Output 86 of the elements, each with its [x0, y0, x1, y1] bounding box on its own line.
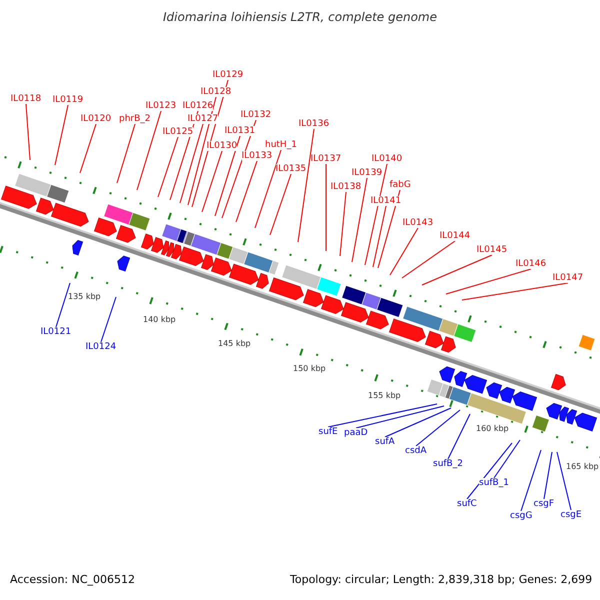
leader-line: [54, 104, 68, 166]
scale-label: 150 kbp: [293, 364, 326, 374]
scale-label: 145 kbp: [218, 339, 251, 349]
gene-label: csdA: [405, 446, 427, 456]
leader-line: [402, 240, 456, 278]
leader-line: [202, 150, 222, 212]
gene-label: IL0119: [52, 95, 84, 105]
scale-label: 155 kbp: [368, 391, 401, 401]
gene-label: paaD: [344, 428, 368, 438]
accession-label: Accession: NC_006512: [10, 575, 136, 585]
leader-line: [340, 192, 346, 256]
genome-summary: Topology: circular; Length: 2,839,318 bp; Genes: 2,699: [290, 575, 592, 585]
gene-label: IL0131: [224, 126, 256, 136]
gene-label: IL0139: [352, 168, 382, 178]
leader-line: [56, 282, 70, 328]
leader-line: [158, 136, 178, 198]
gene-label: IL0141: [370, 196, 402, 206]
leader-line: [462, 282, 568, 300]
gene-label: IL0123: [146, 101, 176, 111]
gene-label: IL0118: [10, 94, 42, 104]
gene-label: IL0136: [298, 119, 330, 129]
scale-label: 165 kbp: [566, 462, 599, 472]
gene-label: IL0140: [372, 154, 402, 164]
leader-line: [214, 136, 240, 216]
leader-line: [26, 104, 30, 160]
leader-line: [116, 124, 136, 184]
leader-line: [556, 452, 572, 510]
leader-line: [448, 414, 470, 460]
leader-line: [390, 228, 418, 276]
leader-line: [356, 406, 444, 428]
leader-line: [494, 440, 520, 478]
leader-line: [236, 160, 258, 222]
gene-label: IL0128: [200, 87, 232, 97]
gene-label: IL0138: [330, 182, 362, 192]
gene-label: IL0147: [552, 273, 584, 283]
leader-line: [188, 96, 216, 206]
gene-label: IL0126: [182, 101, 214, 111]
leader-line: [384, 408, 452, 438]
gene-label: IL0145: [476, 245, 508, 255]
gene-label: IL0120: [80, 114, 112, 124]
gene-label: IL0132: [240, 110, 272, 120]
leader-line: [422, 254, 492, 286]
leader-line: [328, 404, 438, 428]
leader-line: [100, 296, 116, 342]
gene-label: sufE: [318, 427, 338, 437]
gene-label: IL0130: [206, 141, 238, 151]
scale-label: 140 kbp: [143, 315, 176, 325]
gene-label: hutH_1: [265, 140, 297, 150]
leader-line: [298, 128, 314, 242]
gene-label: sufB_1: [479, 478, 509, 488]
leader-line: [520, 450, 542, 512]
scale-label: 135 kbp: [68, 292, 101, 302]
leader-line: [352, 178, 368, 262]
gene-label: IL0121: [40, 327, 72, 337]
gene-label: IL0133: [242, 151, 272, 161]
leader-line: [136, 110, 162, 190]
scale-label: 160 kbp: [476, 424, 509, 434]
leader-line: [466, 442, 512, 500]
gene-label: IL0146: [516, 259, 546, 269]
gene-label: IL0127: [188, 114, 218, 124]
leader-line: [446, 268, 532, 294]
leader-line: [180, 124, 204, 204]
gene-label: csgF: [534, 499, 554, 509]
gene-label: IL0144: [440, 231, 470, 241]
gene-label: fabG: [390, 180, 411, 190]
gene-label: IL0137: [310, 154, 342, 164]
leader-line: [378, 190, 400, 268]
leader-line: [544, 452, 552, 500]
gene-label: sufB_2: [433, 459, 463, 469]
gene-label: IL0129: [212, 70, 244, 80]
gene-label: csgE: [560, 510, 582, 520]
gene-label: IL0124: [86, 342, 116, 352]
leader-line: [364, 164, 388, 266]
gene-label: csgG: [510, 511, 532, 521]
gene-label: sufA: [375, 437, 395, 447]
leader-line: [80, 124, 96, 174]
gene-label: phrB_2: [119, 114, 151, 124]
gene-label: IL0125: [162, 127, 194, 137]
leader-line: [254, 150, 282, 228]
gene-label: IL0143: [402, 218, 434, 228]
leader-line: [372, 206, 386, 268]
leader-line: [270, 174, 292, 236]
gene-label: sufC: [457, 499, 477, 509]
gene-label: IL0135: [276, 164, 306, 174]
leader-line: [416, 410, 460, 446]
map-title: Idiomarina loihiensis L2TR, complete genome: [163, 10, 438, 25]
